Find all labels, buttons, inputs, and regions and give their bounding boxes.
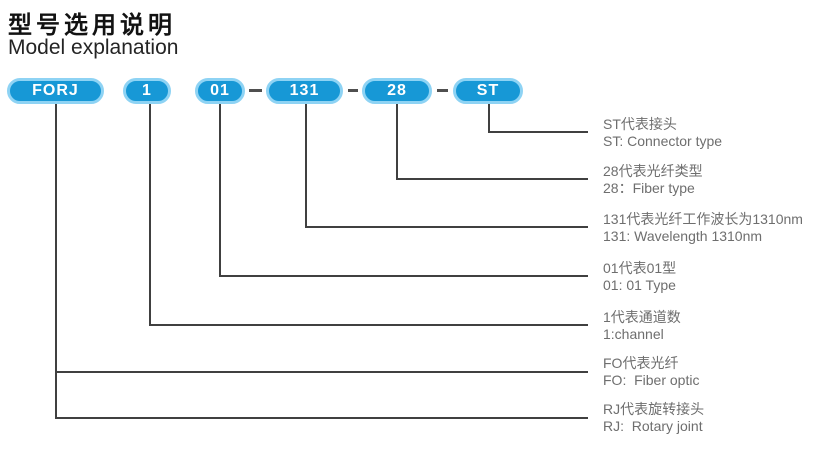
annotation-rj: RJ代表旋转接头 RJ: Rotary joint [603, 401, 811, 435]
model-segment-channel: 1 [123, 78, 171, 104]
annotation-fo-cn: FO代表光纤 [603, 355, 679, 371]
separator-dash [348, 89, 358, 92]
leader-line-horizontal-st [488, 131, 588, 133]
annotation-01-cn: 01代表01型 [603, 260, 677, 276]
leader-line-horizontal-1 [149, 324, 588, 326]
model-segment-wavelength: 131 [266, 78, 343, 104]
model-segment-fiber-type: 28 [362, 78, 432, 104]
annotation-1-cn: 1代表通道数 [603, 309, 681, 325]
annotation-rj-cn: RJ代表旋转接头 [603, 401, 705, 417]
leader-line-vertical-forj [55, 104, 57, 419]
annotation-rj-en: RJ: Rotary joint [603, 418, 703, 434]
annotation-st: ST代表接头 ST: Connector type [603, 116, 811, 150]
annotation-1-en: 1:channel [603, 326, 664, 342]
annotation-131-en: 131: Wavelength 1310nm [603, 228, 763, 244]
annotation-28: 28代表光纤类型 28：Fiber type [603, 163, 811, 197]
model-segment-forj: FORJ [7, 78, 104, 104]
annotation-131-cn: 131代表光纤工作波长为1310nm [603, 211, 803, 227]
leader-line-vertical-1 [149, 104, 151, 326]
annotation-st-cn: ST代表接头 [603, 116, 677, 132]
annotation-01: 01代表01型 01: 01 Type [603, 260, 811, 294]
leader-line-horizontal-131 [305, 226, 588, 228]
annotation-st-en: ST: Connector type [603, 133, 723, 149]
annotation-fo-en: FO: Fiber optic [603, 372, 700, 388]
leader-line-horizontal-28 [396, 178, 588, 180]
leader-line-horizontal-fo [55, 371, 588, 373]
model-segment-connector: ST [453, 78, 523, 104]
leader-line-vertical-01 [219, 104, 221, 277]
leader-line-horizontal-01 [219, 275, 588, 277]
model-segment-type: 01 [195, 78, 245, 104]
leader-line-vertical-28 [396, 104, 398, 180]
page-title-cn: 型号选用说明 [8, 12, 176, 39]
page-title-en: Model explanation [8, 36, 179, 59]
annotation-fo: FO代表光纤 FO: Fiber optic [603, 355, 811, 389]
leader-line-vertical-131 [305, 104, 307, 228]
annotation-28-cn: 28代表光纤类型 [603, 163, 703, 179]
leader-line-vertical-st [488, 104, 490, 133]
separator-dash [437, 89, 448, 92]
leader-line-horizontal-rj [55, 417, 588, 419]
annotation-1: 1代表通道数 1:channel [603, 309, 811, 343]
annotation-28-en: 28：Fiber type [603, 180, 695, 196]
annotation-131: 131代表光纤工作波长为1310nm 131: Wavelength 1310n… [603, 211, 811, 245]
separator-dash [249, 89, 262, 92]
annotation-01-en: 01: 01 Type [603, 277, 676, 293]
